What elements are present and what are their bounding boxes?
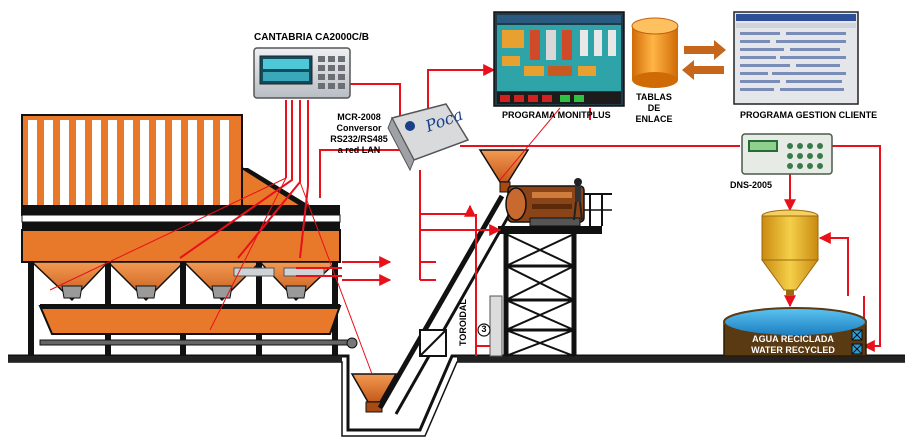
bin-slats [28, 120, 229, 208]
toroidal-label: TOROIDAL [458, 299, 468, 346]
converter-device: Poca [387, 103, 470, 172]
water-label-line: AGUA RECICLADA [752, 334, 834, 344]
storage-bin [21, 114, 358, 356]
converter-label-line: MCR-2008 [337, 112, 381, 122]
converter-label: MCR-2008 Conversor RS232/RS485 a red LAN [328, 112, 390, 156]
tables-label-line: DE [647, 103, 661, 113]
mill-assembly [478, 149, 585, 227]
tables-label-line: ENLACE [635, 114, 673, 124]
water-label: AGUA RECICLADA WATER RECYCLED [740, 334, 846, 356]
controller-device [253, 47, 351, 99]
data-exchange-arrows [682, 40, 726, 80]
water-label-line: WATER RECYCLED [751, 345, 835, 355]
signal-lines [49, 64, 881, 375]
toroidal-marker: 3 [481, 324, 487, 334]
inclined-elevator [377, 194, 514, 415]
converter-label-line: Conversor [336, 123, 382, 133]
database-cylinder [631, 17, 679, 88]
dns-device [741, 133, 833, 175]
water-tank [723, 307, 867, 357]
water-silo [761, 209, 819, 296]
tables-label: TABLAS DE ENLACE [628, 92, 680, 125]
controller-label: CANTABRIA CA2000C/B [254, 32, 370, 43]
gestion-screen [733, 11, 859, 105]
converter-label-line: RS232/RS485 [330, 134, 388, 144]
ground [8, 354, 905, 437]
tables-label-line: TABLAS [636, 92, 672, 102]
monitplus-screen [493, 11, 625, 107]
converter-label-line: a red LAN [337, 145, 381, 155]
monitplus-label: PROGRAMA MONITPLUS [502, 110, 611, 120]
dns-label: DNS-2005 [730, 180, 773, 190]
tower [498, 193, 612, 357]
toroidal-panel [477, 295, 503, 357]
gestion-label: PROGRAMA GESTION CLIENTE [740, 110, 878, 120]
